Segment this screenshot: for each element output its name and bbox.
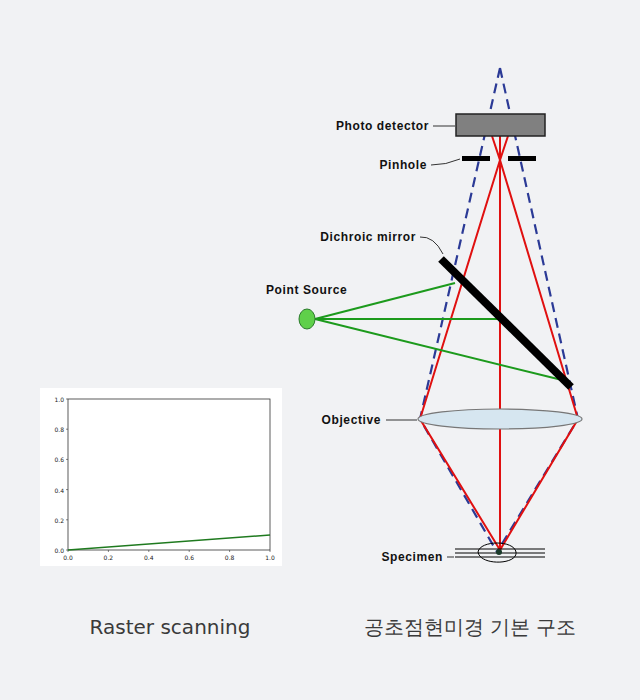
caption-text: Raster scanning [90, 615, 251, 639]
part-label: Point Source [266, 283, 347, 297]
scan-line [68, 535, 270, 550]
x-tick-label: 0.0 [63, 554, 73, 561]
x-tick-label: 0.4 [144, 554, 154, 561]
part-label: Specimen [382, 550, 444, 564]
x-tick-label: 0.2 [104, 554, 114, 561]
caption-text: 공초점현미경 기본 구조 [364, 615, 577, 639]
leader-lines [386, 126, 460, 557]
part-label: Objective [322, 413, 381, 427]
x-tick-label: 1.0 [265, 554, 275, 561]
green-rays [315, 283, 562, 380]
chart-background [40, 388, 282, 566]
objective-lens [418, 409, 582, 429]
raster-chart [40, 388, 282, 566]
part-label: Pinhole [379, 158, 427, 172]
y-ticks [66, 399, 68, 550]
x-tick-label: 0.8 [225, 554, 235, 561]
y-tick-label: 0.4 [54, 486, 64, 493]
red-rays [420, 136, 578, 550]
pinhole-bar [462, 156, 490, 161]
confocal-microscope [299, 68, 582, 562]
plot-frame [68, 399, 270, 550]
y-tick-label: 0.0 [54, 547, 64, 554]
y-tick-label: 0.8 [54, 426, 64, 433]
dichroic-mirror [441, 259, 571, 387]
photo-detector [456, 114, 545, 136]
pinhole-bar [508, 156, 536, 161]
y-tick-label: 0.6 [54, 456, 64, 463]
blue-dashed-rays [420, 68, 578, 552]
x-ticks [68, 550, 270, 552]
part-label: Dichroic mirror [320, 230, 416, 244]
specimen [455, 543, 545, 562]
y-tick-label: 0.2 [54, 516, 64, 523]
y-tick-label: 1.0 [54, 396, 64, 403]
part-label: Photo detector [336, 119, 429, 133]
point-source [299, 309, 315, 329]
x-tick-label: 0.6 [184, 554, 194, 561]
